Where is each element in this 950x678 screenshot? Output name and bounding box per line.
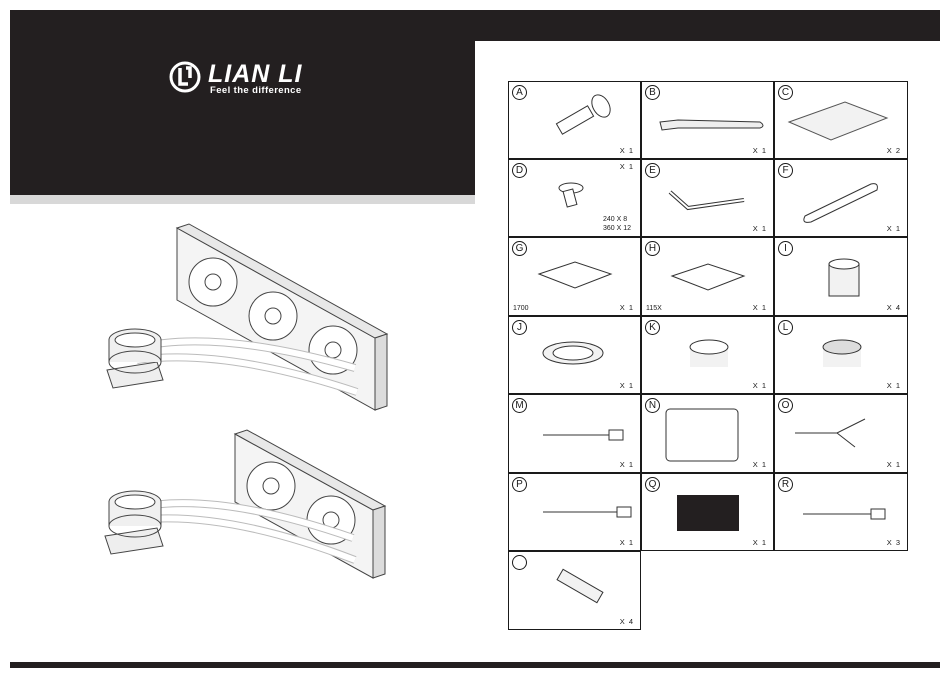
accessory-m: M X 1 [508,394,641,473]
item-quantity: X 4 [620,617,634,626]
accessory-a: A X 1 [508,81,641,159]
item-quantity: X 1 [753,538,767,547]
accessory-f: F X 1 [774,159,908,237]
accessory-i: I X 4 [774,237,908,316]
top-bar [10,10,940,41]
accessory-g: G 1700 X 1 [508,237,641,316]
item-quantity: X 1 [620,381,634,390]
item-quantity: X 1 [887,381,901,390]
accessory-b: B X 1 [641,81,774,159]
item-quantity: X 1 [887,460,901,469]
item-quantity: X 3 [887,538,901,547]
accessory-d: D X 1 240 X 8 360 X 12 [508,159,641,237]
item-quantity: X 1 [620,538,634,547]
item-quantity: X 1 [753,460,767,469]
accessory-h: H 115X X 1 [641,237,774,316]
accessory-l: L X 1 [774,316,908,394]
accessory-j: J X 1 [508,316,641,394]
item-note-1700: 1700 [513,304,529,314]
brand-name: LIAN LI [208,60,303,88]
bottom-bar [10,662,940,668]
item-quantity: X 1 [620,460,634,469]
aio-cooler-240-illustration [95,428,390,588]
brand-tagline: Feel the difference [210,85,302,96]
hero-divider-strip [10,195,475,204]
item-quantity: X 1 [887,224,901,233]
aio-cooler-360-illustration [95,220,390,420]
item-note-360: 360 X 12 [603,224,631,234]
item-quantity: X 1 [753,381,767,390]
accessory-k: K X 1 [641,316,774,394]
accessory-c: C X 2 [774,81,908,159]
lian-li-mark-icon [168,60,202,94]
accessory-grid: A X 1 B X 1 C X 2 D X 1 240 X 8 360 X 12… [508,81,908,630]
item-quantity: X 1 [620,303,634,312]
accessory-s: X 4 [508,551,641,630]
accessory-o: O X 1 [774,394,908,473]
accessory-q: Q X 1 [641,473,774,551]
item-quantity: X 2 [887,146,901,155]
item-quantity: X 1 [753,224,767,233]
item-quantity: X 1 [620,146,634,155]
item-note-115x: 115X [646,304,662,314]
item-quantity: X 1 [753,303,767,312]
accessory-n: N X 1 [641,394,774,473]
brand-logo: LIAN LI Feel the difference [168,60,328,96]
accessory-p: P X 1 [508,473,641,551]
item-quantity: X 4 [887,303,901,312]
accessory-r: R X 3 [774,473,908,551]
accessory-e: E X 1 [641,159,774,237]
item-quantity: X 1 [753,146,767,155]
